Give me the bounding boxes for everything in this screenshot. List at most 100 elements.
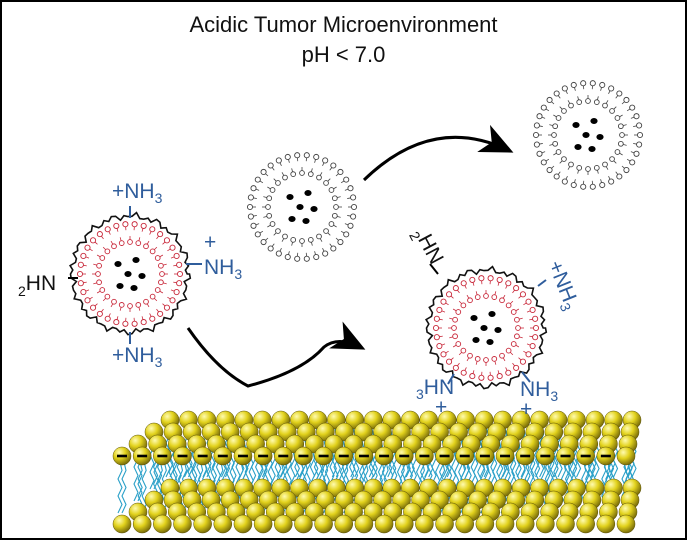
lipid-head <box>104 293 111 300</box>
lipid-head <box>540 104 547 111</box>
lipid-head <box>576 164 583 171</box>
lipid-head <box>77 280 84 287</box>
lipid-head <box>350 213 357 220</box>
membrane-head <box>515 514 535 534</box>
polymer-coating <box>68 211 192 336</box>
lipid-head <box>533 122 540 129</box>
negative-charge <box>278 454 289 458</box>
lipid-head <box>337 238 344 246</box>
lipid-head <box>609 156 615 162</box>
lipid-head <box>532 315 539 322</box>
lipid-head <box>89 304 97 311</box>
membrane-head <box>253 514 273 534</box>
lipid-head <box>589 80 596 87</box>
lipid-head <box>568 161 574 168</box>
negative-charge <box>560 454 571 458</box>
lipid-head <box>619 132 625 138</box>
lipid-head <box>330 162 337 169</box>
diagram-title: Acidic Tumor Microenvironment <box>189 12 498 37</box>
negative-charge <box>258 454 269 458</box>
lipid-head <box>617 140 624 147</box>
lipid-head <box>275 228 281 234</box>
lipid-head <box>436 343 443 350</box>
lipid-head <box>246 203 254 211</box>
lipid-head <box>546 166 553 174</box>
lipid-head <box>275 250 282 257</box>
lipid-head <box>623 166 630 174</box>
drug-cargo <box>596 134 604 140</box>
lipid-head <box>505 280 512 287</box>
lipid-head <box>570 181 577 189</box>
negative-charge <box>580 454 591 458</box>
lipid-head <box>451 325 457 331</box>
lipid-head <box>176 280 183 287</box>
arrow-lower <box>186 321 366 388</box>
lipid-head <box>322 157 329 164</box>
lipid-head <box>76 270 84 278</box>
lipid-head <box>294 255 301 262</box>
lipid-head <box>104 226 111 233</box>
negative-charge <box>237 454 248 458</box>
negative-charge <box>379 454 390 458</box>
lipid-head <box>440 351 447 358</box>
lipid-head <box>552 140 559 147</box>
lipid-head <box>513 364 520 371</box>
coated-liposome-bound <box>424 263 548 390</box>
membrane-head <box>153 514 172 534</box>
lipid-head <box>316 174 322 181</box>
lipid-head <box>633 150 640 157</box>
lipid-head <box>80 289 87 296</box>
label-plus-right-left: + <box>204 231 216 254</box>
lipid-head <box>505 347 512 354</box>
lipid-head <box>254 231 261 238</box>
lipid-head <box>247 213 254 220</box>
lipid-head <box>452 285 459 292</box>
lipid-head <box>135 240 142 246</box>
lipid-head <box>247 194 254 201</box>
lipid-head <box>118 240 125 246</box>
lipid-head <box>254 176 261 183</box>
membrane-head <box>415 514 434 534</box>
lipid-head <box>467 297 473 304</box>
negative-charge <box>459 454 470 458</box>
drug-cargo <box>116 283 124 289</box>
lipid-head <box>510 309 517 315</box>
lipid-head <box>250 222 257 229</box>
lipid-head <box>552 123 559 130</box>
lipid-head <box>455 341 462 347</box>
negative-charge <box>318 454 329 458</box>
lipid-head <box>491 294 498 300</box>
lipid-head <box>561 108 567 114</box>
lipid-head <box>275 180 281 186</box>
lipid-head <box>514 316 520 323</box>
lipid-head <box>269 187 276 193</box>
membrane-head <box>536 514 555 534</box>
lipid-head <box>483 357 489 363</box>
lipid-head <box>580 183 587 190</box>
lipid-head <box>290 236 297 243</box>
membrane-head <box>132 514 152 534</box>
lipid-head <box>122 320 129 327</box>
lipid-head <box>553 173 560 180</box>
lipid-head <box>505 369 512 376</box>
lipid-head <box>331 212 338 219</box>
lipid-head <box>499 297 505 304</box>
lipid-head <box>491 356 498 362</box>
lipid-head <box>331 195 338 202</box>
lipid-head <box>487 275 494 282</box>
negative-charge <box>217 454 228 458</box>
negative-charge <box>177 454 188 458</box>
drug-cargo <box>486 339 494 345</box>
lipid-head <box>636 141 643 148</box>
lipid-head <box>593 99 600 106</box>
lipid-head <box>284 253 291 261</box>
drug-cargo <box>114 261 122 267</box>
label-plus-bound-bottom: + <box>520 398 532 421</box>
lipid-head <box>265 204 271 210</box>
negative-charge <box>358 454 369 458</box>
membrane-head <box>556 514 575 534</box>
lipid-head <box>99 255 106 261</box>
lipid-head <box>96 310 103 317</box>
lipid-head <box>593 164 600 171</box>
